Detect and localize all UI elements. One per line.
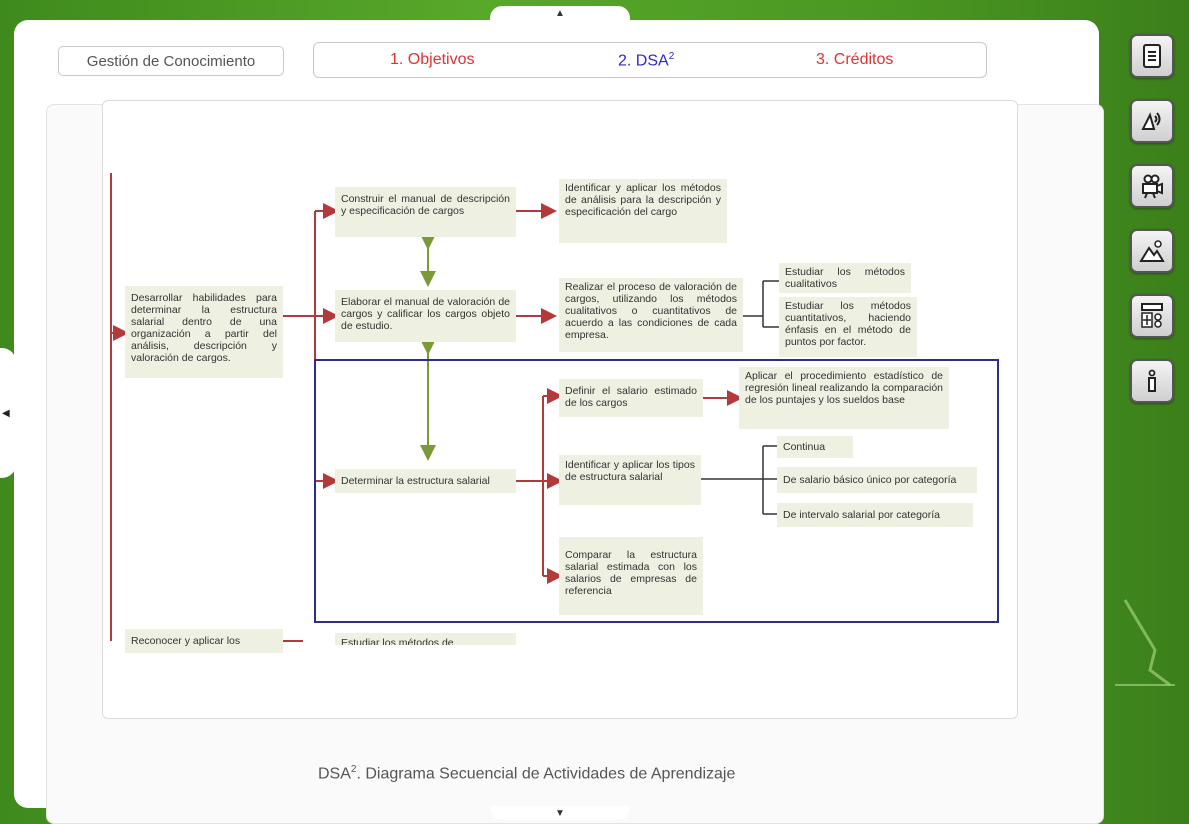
arrow-down-icon: ▼ — [555, 807, 565, 819]
calculator-button[interactable] — [1130, 294, 1174, 338]
tab-dsa-label: 2. DSA — [618, 52, 669, 70]
gestion-label: Gestión de Conocimiento — [86, 52, 256, 70]
video-button[interactable] — [1130, 164, 1174, 208]
tab-objetivos[interactable]: 1. Objetivos — [390, 51, 474, 69]
diagram-caption: DSA2. Diagrama Secuencial de Actividades… — [318, 764, 735, 783]
level2-text-identificar-metodos: Identificar y aplicar los métodos de aná… — [565, 182, 721, 218]
level3-box-regresion: Aplicar el procedimiento estadístico de … — [739, 367, 949, 429]
level2-text-realizar: Realizar el proceso de valoración de car… — [565, 281, 737, 341]
level3-text-cualitativos: Estudiar los métodos cualitativos — [785, 266, 905, 290]
document-icon — [1143, 44, 1161, 68]
level3-box-salario-unico: De salario básico único por categoría — [777, 467, 977, 493]
audio-icon — [1141, 112, 1161, 130]
calculator-icon — [1141, 303, 1163, 328]
diagram-document: Desarrollar habilidades para determinar … — [102, 100, 1018, 719]
video-camera-icon — [1142, 174, 1163, 199]
level3-text-intervalo: De intervalo salarial por categoría — [783, 509, 940, 521]
gestion-conocimiento-button[interactable]: Gestión de Conocimiento — [58, 46, 284, 76]
level2-text-identificar-tipos: Identificar y aplicar los tipos de estru… — [565, 459, 695, 483]
level3-text-salario-unico: De salario básico único por categoría — [783, 474, 957, 486]
arrow-up-icon: ▲ — [555, 7, 565, 19]
level1-box-elaborar: Elaborar el manual de valoración de carg… — [335, 290, 516, 342]
level3-text-regresion: Aplicar el procedimiento estadístico de … — [745, 370, 943, 406]
level1-box-estudiar-metodos: Estudiar los métodos de — [335, 633, 516, 645]
tab-objetivos-label: 1. Objetivos — [390, 51, 475, 68]
level1-text-estudiar-metodos: Estudiar los métodos de — [341, 637, 454, 645]
level1-text-determinar: Determinar la estructura salarial — [341, 475, 490, 487]
image-icon — [1139, 240, 1165, 262]
level3-box-intervalo: De intervalo salarial por categoría — [777, 503, 973, 527]
tab-creditos-label: 3. Créditos — [816, 51, 894, 68]
level3-box-cualitativos: Estudiar los métodos cualitativos — [779, 263, 911, 293]
scroll-up-tab[interactable]: ▲ — [490, 6, 630, 20]
diagram-connectors — [110, 173, 999, 642]
level3-text-continua: Continua — [783, 441, 826, 453]
level2-box-comparar: Comparar la estructura salarial estimada… — [559, 537, 703, 615]
image-button[interactable] — [1130, 229, 1174, 273]
tab-dsa[interactable]: 2. DSA2 — [618, 51, 674, 70]
level2-text-comparar: Comparar la estructura salarial estimada… — [565, 549, 697, 597]
level2-box-identificar-tipos: Identificar y aplicar los tipos de estru… — [559, 455, 701, 505]
arrow-left-icon: ◀ — [2, 407, 10, 419]
level3-text-cuantitativos: Estudiar los métodos cuantitativos, haci… — [785, 300, 911, 348]
caption-prefix: DSA — [318, 765, 351, 783]
root-objective-text: Desarrollar habilidades para determinar … — [131, 292, 277, 364]
audio-button[interactable] — [1130, 99, 1174, 143]
caption-sup: 2 — [350, 764, 357, 775]
root-objective-box: Desarrollar habilidades para determinar … — [125, 286, 283, 378]
scroll-left-tab[interactable]: ◀ — [0, 348, 16, 478]
level1-text-elaborar: Elaborar el manual de valoración de carg… — [341, 296, 510, 332]
tab-dsa-sup: 2 — [668, 51, 675, 62]
level1-box-determinar: Determinar la estructura salarial — [335, 469, 516, 493]
caption-text: . Diagrama Secuencial de Actividades de … — [356, 765, 736, 783]
level3-box-cuantitativos: Estudiar los métodos cuantitativos, haci… — [779, 297, 917, 357]
level2-box-identificar-metodos: Identificar y aplicar los métodos de aná… — [559, 179, 727, 243]
info-icon — [1148, 369, 1156, 392]
level1-text-construir: Construir el manual de descripción y esp… — [341, 193, 510, 217]
document-button[interactable] — [1130, 34, 1174, 78]
level2-box-realizar: Realizar el proceso de valoración de car… — [559, 278, 743, 352]
tab-creditos[interactable]: 3. Créditos — [816, 51, 893, 69]
root-objective-text-2: Reconocer y aplicar los — [131, 635, 241, 647]
root-objective-box-2: Reconocer y aplicar los — [125, 629, 283, 653]
section-tabs: 1. Objetivos 2. DSA2 3. Créditos — [313, 42, 987, 78]
level2-box-definir: Definir el salario estimado de los cargo… — [559, 379, 703, 417]
info-button[interactable] — [1130, 359, 1174, 403]
level3-box-continua: Continua — [777, 436, 853, 458]
level1-box-construir: Construir el manual de descripción y esp… — [335, 187, 516, 237]
level2-text-definir: Definir el salario estimado de los cargo… — [565, 385, 697, 409]
scroll-down-tab[interactable]: ▼ — [490, 806, 630, 820]
